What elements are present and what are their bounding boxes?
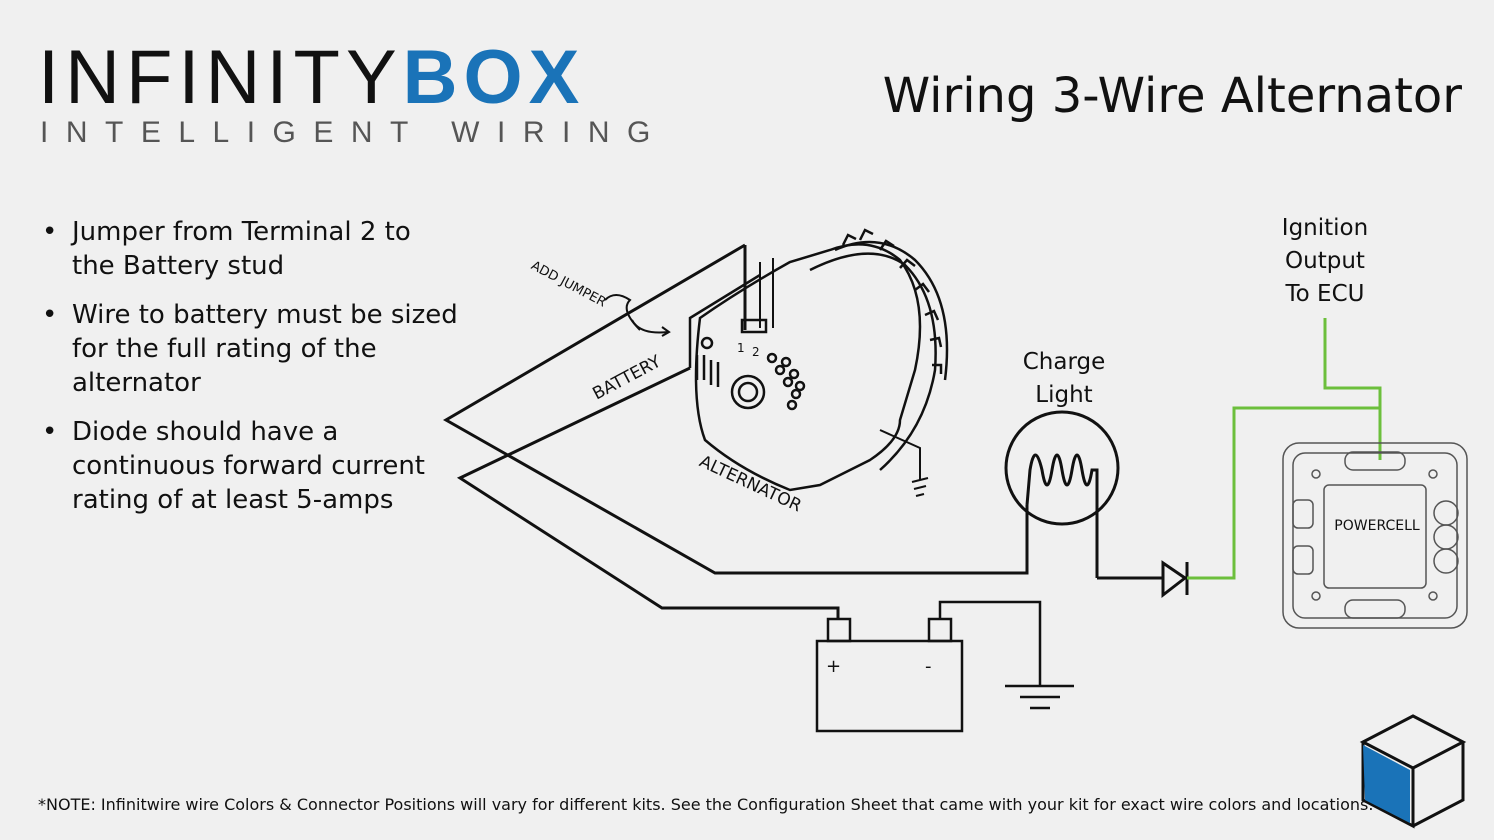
bullet-list: Jumper from Terminal 2 to the Battery st… — [38, 215, 458, 532]
wire-green-ignition — [1323, 318, 1382, 408]
powercell-label: POWERCELL — [1334, 518, 1420, 534]
charge-light-icon — [1004, 410, 1120, 578]
diode-icon — [1161, 560, 1189, 599]
terminal-2-label: 2 — [752, 345, 760, 359]
bullet-item: Diode should have a continuous forward c… — [38, 415, 458, 517]
bullet-item: Jumper from Terminal 2 to the Battery st… — [38, 215, 458, 283]
cube-logo-icon — [1359, 714, 1467, 829]
wire-green-diode — [1187, 406, 1382, 580]
bullet-item: Wire to battery must be sized for the fu… — [38, 298, 458, 400]
terminal-1-label: 1 — [737, 341, 745, 355]
logo-text-box: BOX — [402, 35, 586, 120]
logo-text-infinity: INFINITY — [38, 35, 403, 120]
wire-charge-light — [442, 243, 1029, 575]
wire-battery — [456, 366, 840, 620]
alternator-icon — [694, 228, 949, 492]
footnote: *NOTE: Infinitwire wire Colors & Connect… — [38, 795, 1374, 814]
logo: INFINITYBOX — [38, 40, 585, 116]
charge-light-label: Charge Light — [1022, 349, 1106, 408]
logo-tagline: INTELLIGENT WIRING — [40, 116, 668, 149]
ignition-label: Ignition Output To ECU — [1281, 215, 1369, 307]
battery-minus-label: - — [925, 656, 932, 677]
page-title: Wiring 3-Wire Alternator — [882, 68, 1462, 124]
ground-icon — [1005, 684, 1074, 710]
battery-plus-label: + — [826, 656, 842, 677]
powercell-icon — [1282, 442, 1468, 629]
